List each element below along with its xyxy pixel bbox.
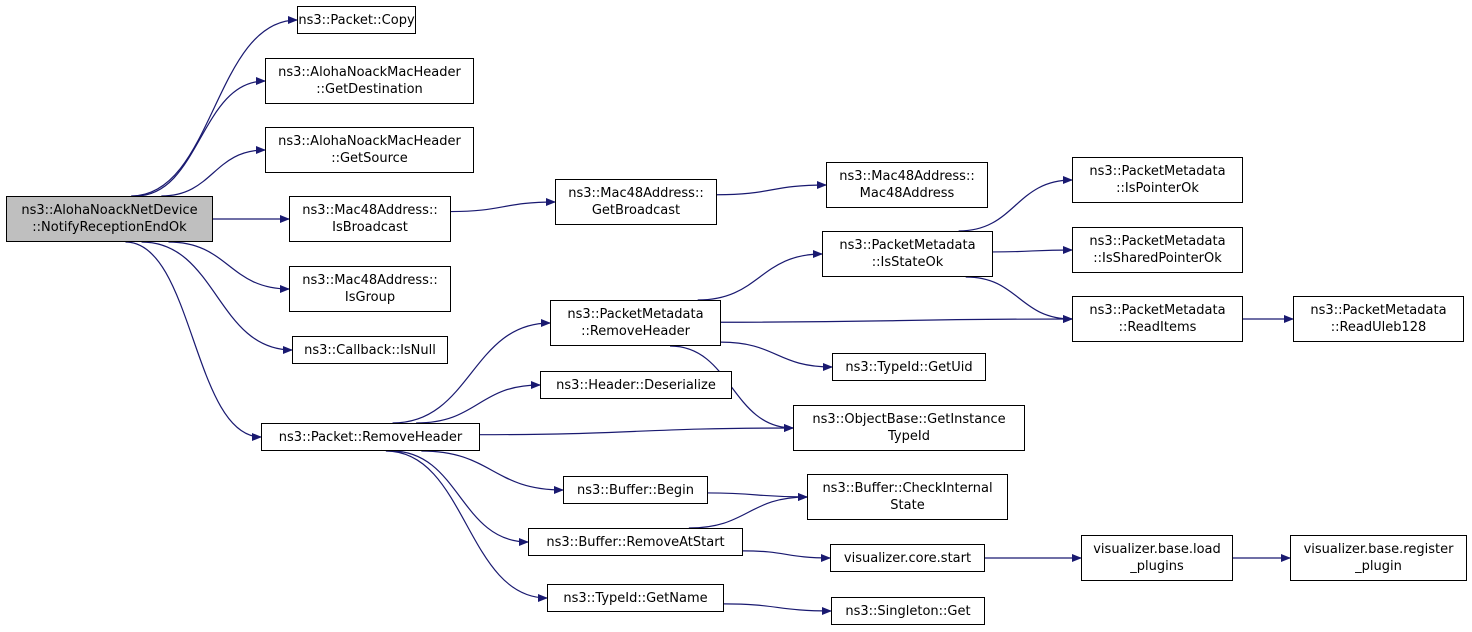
node-label-line: ns3::TypeId::GetName [563,590,708,606]
node-label-line: ::IsPointerOk [1116,181,1199,196]
node-label-line: GetBroadcast [591,203,681,218]
node-label-line: ::RemoveHeader [581,324,690,339]
node-pm-isstateok[interactable]: ns3::PacketMetadata::IsStateOk [822,231,993,277]
node-is-group[interactable]: ns3::Mac48Address::IsGroup [289,266,451,312]
node-get-broadcast[interactable]: ns3::Mac48Address::GetBroadcast [555,179,717,225]
edge-packet-removeheader-to-buffer-begin [421,450,564,494]
node-label-line: IsGroup [344,290,396,305]
node-label-line: ns3::TypeId::GetUid [845,359,973,375]
edge-typeid-getname-to-singleton-get [723,603,832,615]
node-label-line: ns3::Callback::IsNull [304,342,436,358]
node-label-line: ns3::PacketMetadata [1089,234,1226,249]
node-label-line: ns3::Mac48Address:: [302,203,438,218]
node-packet-removeheader[interactable]: ns3::Packet::RemoveHeader [261,423,480,451]
node-visualizer-core-start[interactable]: visualizer.core.start [830,544,985,572]
node-label-line: ns3::Singleton::Get [845,603,971,619]
node-label-line: ns3::PacketMetadata [1089,303,1226,318]
node-label-line: IsBroadcast [332,220,408,235]
node-label-line: ::GetSource [331,151,408,166]
node-typeid-getuid[interactable]: ns3::TypeId::GetUid [832,353,986,381]
node-get-source[interactable]: ns3::AlohaNoackMacHeader::GetSource [265,127,474,173]
node-label-line: ns3::Packet::RemoveHeader [278,429,463,445]
node-mac48address-ctor[interactable]: ns3::Mac48Address::Mac48Address [826,162,988,208]
edge-root-to-is-group [168,241,290,293]
node-label-line: visualizer.core.start [843,550,972,566]
node-label-line: ns3::Mac48Address:: [302,273,438,288]
node-label-line: ns3::Mac48Address:: [568,186,704,201]
node-label-line: ns3::Packet::Copy [298,12,415,28]
node-label-line: TypeId [888,429,930,444]
node-header-deserialize[interactable]: ns3::Header::Deserialize [540,371,732,399]
node-label-line: _plugins [1130,559,1184,574]
node-label-line: ::IsStateOk [871,255,944,270]
node-label-line: ::NotifyReceptionEndOk [32,220,187,235]
node-label-line: ns3::AlohaNoackMacHeader [278,65,461,80]
node-label-line: _plugin [1355,559,1402,574]
edge-packet-removeheader-to-buffer-removeatstart [391,450,529,546]
edge-pm-removeheader-to-pm-isstateok [697,250,823,301]
edge-pm-removeheader-to-pm-readitems [720,315,1073,324]
node-label-line: ::ReadItems [1118,320,1197,335]
node-label-line: ns3::PacketMetadata [1089,164,1226,179]
edge-buffer-removeatstart-to-visualizer-core-start [742,550,831,562]
node-label-line: State [890,498,925,513]
node-pm-ispointerok[interactable]: ns3::PacketMetadata::IsPointerOk [1072,157,1243,203]
node-label-line: ::ReadUleb128 [1330,320,1427,335]
edge-root-to-get-source [161,146,266,197]
node-get-destination[interactable]: ns3::AlohaNoackMacHeader::GetDestination [265,58,474,104]
edge-root-to-get-destination [135,77,266,197]
node-visualizer-register-plugin[interactable]: visualizer.base.register _plugin [1290,535,1467,581]
node-pm-readitems[interactable]: ns3::PacketMetadata::ReadItems [1072,296,1243,342]
edge-pm-removeheader-to-typeid-getuid [720,341,833,371]
edge-root-to-callback-isnull [141,241,293,354]
edge-is-broadcast-to-get-broadcast [450,198,556,213]
node-pm-removeheader[interactable]: ns3::PacketMetadata::RemoveHeader [550,300,721,346]
node-typeid-getname[interactable]: ns3::TypeId::GetName [547,584,724,612]
node-singleton-get[interactable]: ns3::Singleton::Get [831,597,985,625]
node-label-line: Mac48Address [859,186,955,201]
edge-root-to-packet-copy [131,16,298,197]
node-label-line: ::IsSharedPointerOk [1093,251,1222,266]
edge-buffer-begin-to-buffer-checkinternalstate [707,492,808,501]
node-label-line: ns3::AlohaNoackNetDevice [21,203,198,218]
edge-get-broadcast-to-mac48address-ctor [716,181,827,196]
node-packet-copy[interactable]: ns3::Packet::Copy [297,6,416,34]
node-callback-isnull[interactable]: ns3::Callback::IsNull [292,336,448,364]
edge-packet-removeheader-to-objectbase-getinstancetypeid [479,424,794,436]
node-label-line: ns3::PacketMetadata [839,238,976,253]
edge-root-to-packet-removeheader [125,241,262,441]
node-pm-readuleb128[interactable]: ns3::PacketMetadata::ReadUleb128 [1293,296,1464,342]
node-label-line: ns3::Buffer::CheckInternal [822,481,993,496]
edge-buffer-removeatstart-to-buffer-checkinternalstate [688,493,808,529]
node-label-line: ns3::PacketMetadata [1310,303,1447,318]
edge-pm-isstateok-to-pm-readitems [965,276,1073,323]
node-label-line: ns3::Mac48Address:: [839,169,975,184]
edge-packet-removeheader-to-header-deserialize [416,381,541,424]
node-visualizer-load-plugins[interactable]: visualizer.base.load _plugins [1081,535,1233,581]
node-label-line: ns3::Header::Deserialize [556,377,716,393]
edge-pm-isstateok-to-pm-ispointerok [958,176,1073,232]
node-label-line: ns3::Buffer::RemoveAtStart [546,534,725,550]
node-is-broadcast[interactable]: ns3::Mac48Address::IsBroadcast [289,196,451,242]
node-label-line: visualizer.base.register [1303,542,1454,557]
edge-packet-removeheader-to-typeid-getname [385,450,548,602]
node-pm-issharedpointerok[interactable]: ns3::PacketMetadata::IsSharedPointerOk [1072,227,1243,273]
node-label-line: ns3::Buffer::Begin [576,482,695,498]
edge-pm-isstateok-to-pm-issharedpointerok [992,246,1073,255]
node-label-line: ::GetDestination [316,82,423,97]
node-buffer-begin[interactable]: ns3::Buffer::Begin [563,476,708,504]
node-label-line: ns3::AlohaNoackMacHeader [278,134,461,149]
node-buffer-removeatstart[interactable]: ns3::Buffer::RemoveAtStart [528,528,743,556]
node-label-line: ns3::PacketMetadata [567,307,704,322]
edge-packet-removeheader-to-pm-removeheader [392,319,551,424]
node-label-line: ns3::ObjectBase::GetInstance [812,412,1006,427]
node-label-line: visualizer.base.load [1093,542,1221,557]
node-root: ns3::AlohaNoackNetDevice::NotifyReceptio… [6,196,213,242]
